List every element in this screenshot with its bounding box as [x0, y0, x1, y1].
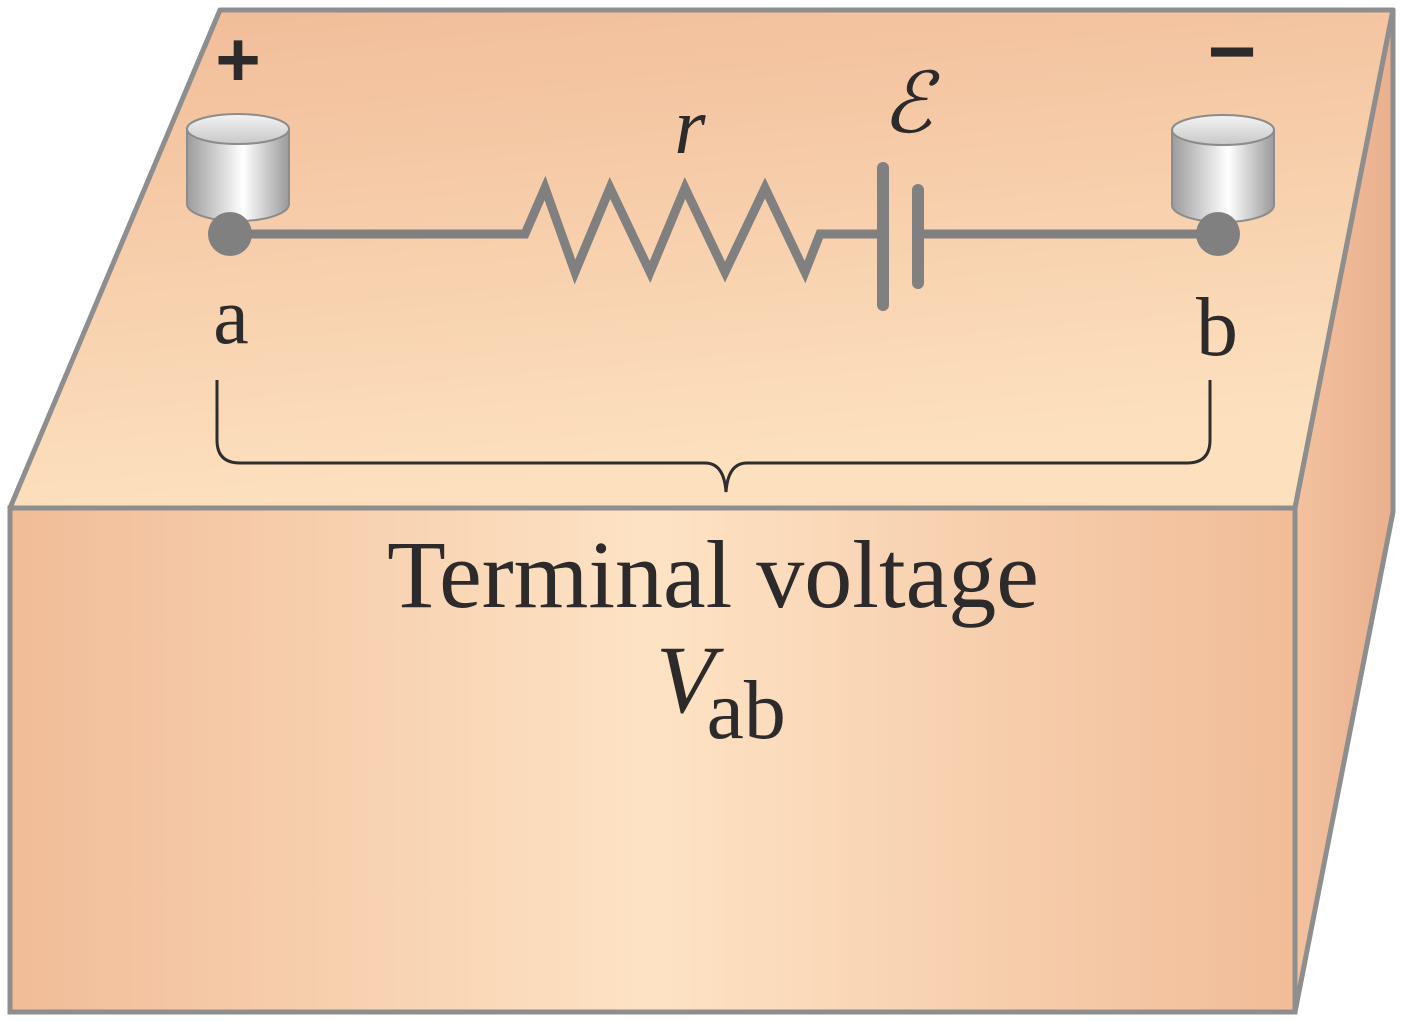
positive-sign: +: [215, 15, 261, 103]
terminal-a-label: a: [213, 273, 249, 361]
terminal-voltage-title: Terminal voltage: [387, 521, 1039, 628]
terminal-b-label: b: [1196, 281, 1238, 374]
voltage-brace: [215, 380, 1212, 493]
positive-terminal-post: [186, 113, 290, 222]
voltage-symbol-main: V: [656, 626, 724, 733]
resistor-label: r: [674, 83, 706, 171]
resistor-zigzag: [230, 175, 881, 285]
terminal-b-node: [1196, 212, 1240, 256]
terminal-a-node: [208, 212, 252, 256]
negative-sign: −: [1207, 4, 1256, 98]
battery-front-face: [7, 505, 1298, 1015]
voltage-symbol: Vab: [656, 626, 786, 757]
voltage-symbol-subscript: ab: [707, 664, 786, 757]
emf-label: ℰ: [882, 58, 941, 151]
negative-terminal-post: [1171, 114, 1275, 223]
